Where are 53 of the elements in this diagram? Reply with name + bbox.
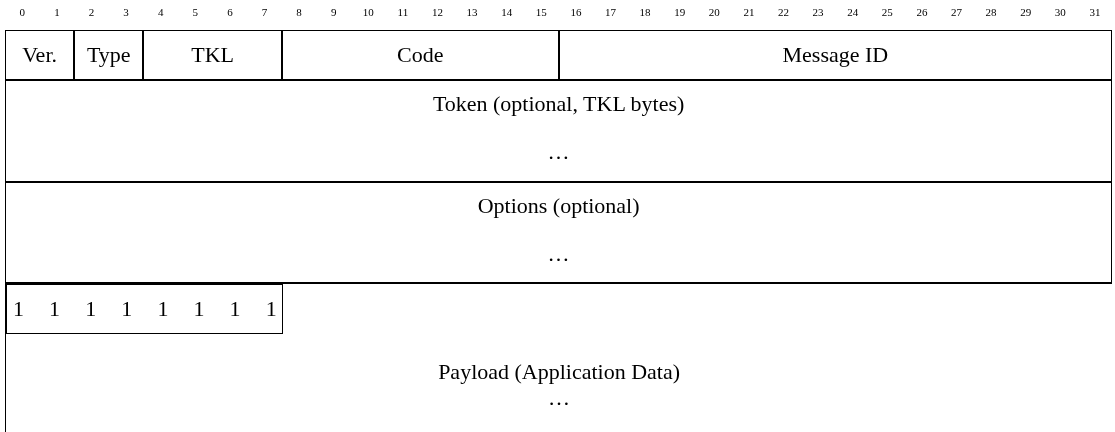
bit-number: 15 [534,6,548,18]
bit-number: 24 [846,6,860,18]
bit-number: 31 [1088,6,1102,18]
bit-number: 21 [742,6,756,18]
bit-number: 7 [260,6,269,18]
bit-number: 17 [604,6,617,18]
bit-number: 26 [915,6,929,18]
bit-number: 13 [465,6,479,18]
bit-number: 4 [156,6,165,18]
bit-number: 1 [53,6,61,18]
marker-bits: 1 1 1 1 1 1 1 1 [12,296,277,322]
bit-number: 2 [87,6,96,18]
bit-number: 3 [122,6,130,18]
bit-number: 30 [1053,6,1067,18]
ellipsis: … [547,139,570,165]
bit-number: 12 [431,6,444,18]
header-field [74,30,144,80]
bit-number: 29 [1019,6,1033,18]
field-label: Message ID [782,42,889,68]
bit-number: 0 [18,6,27,18]
ellipsis: … [548,385,571,411]
header-field [281,30,559,80]
bit-number: 19 [673,6,687,18]
ellipsis: … [547,241,570,267]
bit-number: 6 [226,6,234,18]
bit-number: 10 [361,6,375,18]
payload-area [5,283,1113,432]
header-field [143,30,282,80]
bit-number: 16 [569,6,583,18]
bit-number: 25 [880,6,894,18]
bit-number: 28 [984,6,998,18]
bit-number: 5 [191,6,200,18]
field-label: Type [86,42,131,68]
field-label: Token (optional, TKL bytes) [432,91,685,117]
bit-number: 20 [707,6,721,18]
bit-number: 18 [638,6,652,18]
marker-field [6,284,283,334]
bit-number: 9 [329,6,338,18]
bit-number: 14 [500,6,514,18]
header-field [558,30,1113,80]
header-field [5,30,75,80]
field-label: Code [396,42,444,68]
field-label: Payload (Application Data) [438,359,681,385]
field-label: Ver. [22,42,57,68]
field-label: TKL [191,42,234,68]
bit-number: 23 [811,6,825,18]
field-row [5,182,1113,283]
bit-number: 22 [777,6,790,18]
bit-number: 11 [396,6,410,18]
bit-number: 27 [950,6,963,18]
bit-number: 8 [295,6,303,18]
field-row [5,80,1113,182]
field-label: Options (optional) [477,193,640,219]
